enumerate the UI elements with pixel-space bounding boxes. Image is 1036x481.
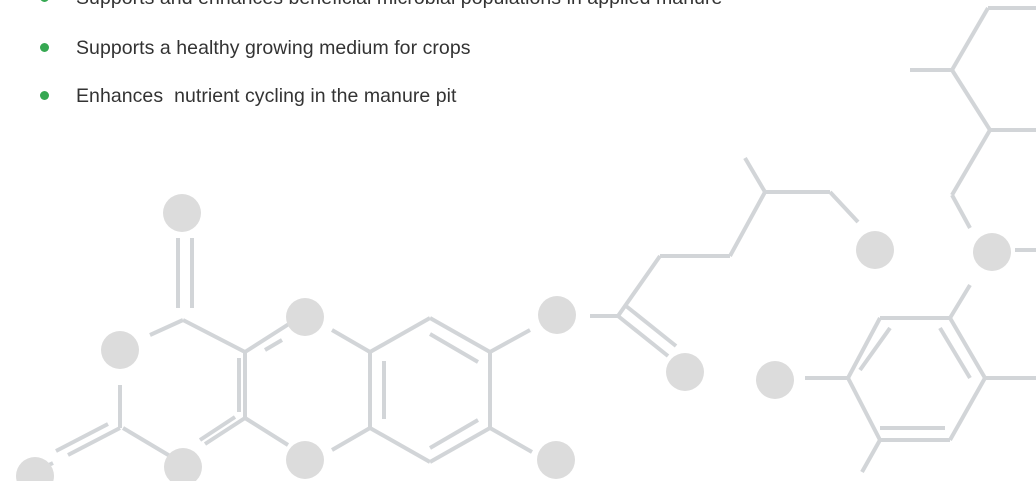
molecule-bond [330, 328, 372, 354]
benefit-text: Enhances nutrient cycling in the manure … [76, 85, 457, 107]
molecule-atom [856, 231, 894, 269]
molecule-bond [616, 254, 662, 318]
molecule-bond [121, 426, 172, 458]
molecule-atoms [16, 194, 1011, 481]
molecule-bonds [37, 6, 1036, 473]
molecule-bond [55, 422, 109, 453]
molecule-bond [182, 318, 246, 354]
molecule-bond [243, 416, 290, 447]
molecule-bond [858, 326, 892, 372]
molecule-bond [950, 128, 992, 197]
molecule-bond [948, 283, 972, 320]
molecule-bond [263, 338, 284, 352]
molecule-bond [428, 418, 480, 450]
molecule-bond [428, 332, 480, 364]
molecule-bond [950, 194, 972, 229]
molecule-bond [616, 314, 670, 358]
molecule-bond [198, 415, 237, 442]
molecule-bond [489, 328, 531, 354]
molecule-bond [938, 326, 972, 380]
molecule-bond [846, 317, 882, 379]
molecule-atom [286, 298, 324, 336]
molecule-atom [163, 194, 201, 232]
molecule-bond [860, 439, 882, 473]
molecule-atom [666, 353, 704, 391]
molecule-bond [369, 316, 431, 354]
molecule-atom [16, 457, 54, 481]
molecule-atom [756, 361, 794, 399]
molecule-bond [429, 316, 491, 354]
molecule-bond [429, 426, 491, 464]
molecule-atom [538, 296, 576, 334]
molecule-bond [950, 68, 992, 132]
molecule-bond [67, 426, 121, 457]
molecule-bond [330, 426, 372, 452]
molecule-atom [286, 441, 324, 479]
molecule-bond [369, 426, 431, 464]
benefit-text: Supports a healthy growing medium for cr… [76, 37, 471, 59]
molecule-bond [743, 156, 767, 194]
bullet-dot-icon [40, 0, 49, 2]
molecule-bond [149, 318, 184, 337]
molecule-atom [164, 448, 202, 481]
molecule-bond [948, 316, 987, 380]
bullet-dot-icon [40, 91, 49, 100]
molecule-atom [101, 331, 139, 369]
molecule-bond [948, 377, 987, 441]
molecule-bond [203, 416, 247, 446]
molecule-bond [950, 6, 990, 72]
molecule-bond [728, 191, 767, 257]
molecule-bond [828, 190, 860, 224]
molecule-bond [243, 320, 294, 354]
molecule-atom [537, 441, 575, 479]
benefit-text: Supports and enhances beneficial microbi… [76, 0, 722, 18]
molecule-bond [846, 377, 882, 441]
molecule-bond [489, 426, 533, 454]
molecule-bond [624, 304, 678, 348]
molecule-atom [973, 233, 1011, 271]
bullet-dot-icon [40, 43, 49, 52]
